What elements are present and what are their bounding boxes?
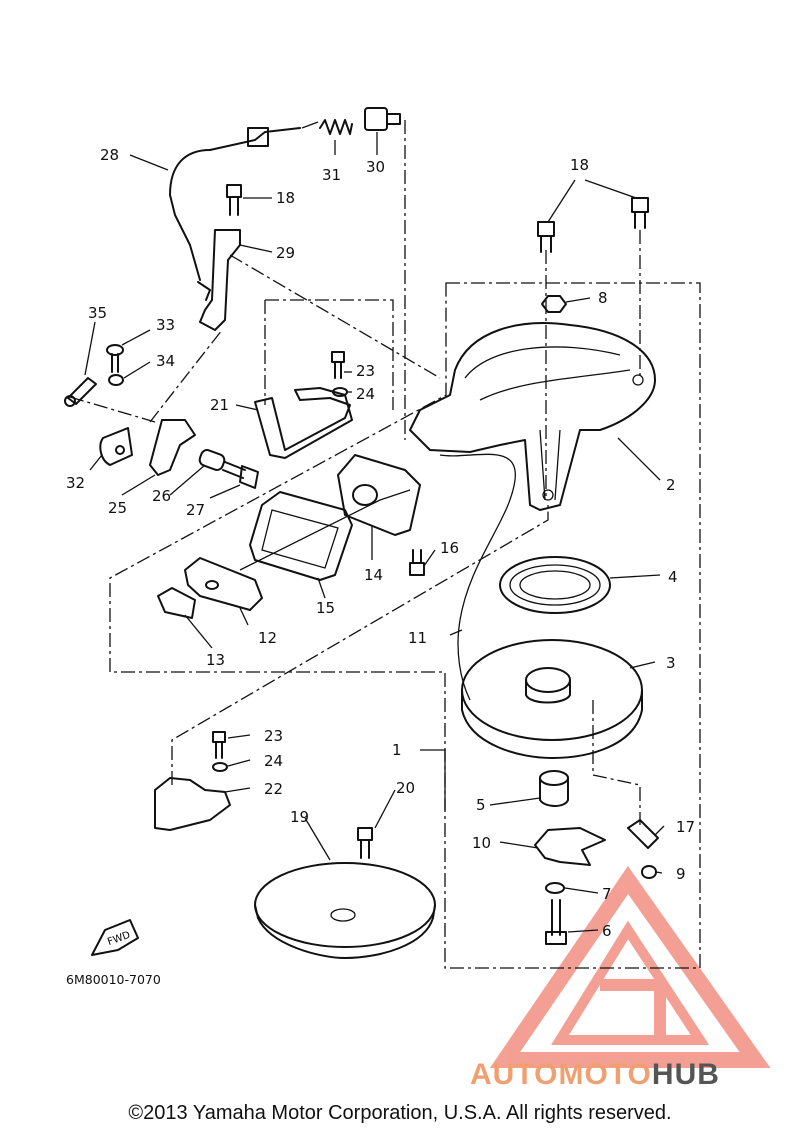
guide-line-17 (592, 700, 641, 825)
part-27-bolt (222, 461, 259, 489)
part-7-washer (545, 882, 565, 894)
callout-24-lower: 24 (264, 752, 283, 770)
part-6-bolt (545, 899, 567, 945)
callout-6: 6 (602, 922, 612, 940)
callout-22: 22 (264, 780, 283, 798)
part-14-rope-guide (337, 454, 421, 536)
part-18-bolt-right-b (631, 197, 649, 229)
part-9-clip (641, 865, 657, 879)
callout-14: 14 (364, 566, 383, 584)
part-20-bolt (357, 827, 373, 859)
part-33-screw (106, 344, 124, 373)
fwd-label: FWD (106, 930, 132, 948)
guide-line-25 (149, 329, 223, 423)
guide-line-22 (171, 505, 549, 785)
callout-10: 10 (472, 834, 491, 852)
guide-line-18 (545, 230, 641, 500)
part-26-collar (198, 449, 226, 471)
fwd-arrow-indicator: FWD (91, 919, 139, 956)
part-17-pawl (627, 819, 659, 849)
part-13-handle-insert (157, 587, 196, 619)
callout-18-right: 18 (570, 156, 589, 174)
callout-17: 17 (676, 818, 695, 836)
callout-35: 35 (88, 304, 107, 322)
watermark-text-part1: AUTOMOTO (470, 1058, 652, 1091)
part-23-screw-upper (331, 351, 345, 379)
part-23-screw-lower (212, 731, 226, 759)
guide-line-32 (69, 396, 156, 423)
part-29-bracket (199, 229, 241, 331)
callout-12: 12 (258, 629, 277, 647)
callout-18-upper: 18 (276, 189, 295, 207)
part-21-link-bracket (254, 387, 353, 459)
callout-13: 13 (206, 651, 225, 669)
part-10-drive-plate (534, 827, 606, 866)
callout-15: 15 (316, 599, 335, 617)
part-30-holder (364, 107, 401, 131)
part-4-recoil-spring (499, 556, 611, 614)
part-25-lever (149, 419, 196, 476)
part-22-bracket (154, 777, 231, 831)
callout-leader-lines (84, 121, 665, 933)
callout-33: 33 (156, 316, 175, 334)
part-31-spring (319, 119, 353, 135)
part-3-sheave-reel (461, 639, 643, 759)
callout-31: 31 (322, 166, 341, 184)
part-24-washer-upper (332, 387, 348, 397)
part-12-starter-handle (184, 557, 263, 611)
callout-29: 29 (276, 244, 295, 262)
part-2-starter-housing (409, 322, 656, 511)
part-35-link-rod (64, 377, 97, 407)
part-5-bushing (539, 770, 569, 807)
part-18-bolt-upper (226, 184, 242, 216)
exploded-parts-diagram: FWD (64, 107, 771, 1068)
callout-24-upper: 24 (356, 385, 375, 403)
callout-34: 34 (156, 352, 175, 370)
callout-21: 21 (210, 396, 229, 414)
part-11-starter-rope (439, 453, 516, 701)
part-28-throttle-cable (169, 127, 301, 301)
callout-32: 32 (66, 474, 85, 492)
callout-20: 20 (396, 779, 415, 797)
guide-line-21 (264, 299, 394, 410)
callout-9: 9 (676, 865, 686, 883)
callout-16: 16 (440, 539, 459, 557)
part-18-bolt-right-a (537, 221, 555, 253)
part-24-washer-lower (212, 762, 228, 772)
part-16-screw (409, 549, 425, 576)
callout-28: 28 (100, 146, 119, 164)
callout-26: 26 (152, 487, 171, 505)
callout-4: 4 (668, 568, 678, 586)
watermark-text-part2: HUB (651, 1058, 720, 1091)
assembly-boundary-line (109, 282, 701, 969)
callout-5: 5 (476, 796, 486, 814)
callout-3: 3 (666, 654, 676, 672)
diagram-code: 6M80010-7070 (66, 972, 161, 987)
callout-23-lower: 23 (264, 727, 283, 745)
callout-25: 25 (108, 499, 127, 517)
callout-1: 1 (392, 741, 402, 759)
part-19-base-plate (254, 862, 436, 959)
callout-2: 2 (666, 476, 676, 494)
part-32-collar (99, 427, 133, 466)
callout-19: 19 (290, 808, 309, 826)
callout-numbers: 28 31 30 18 29 18 8 35 33 34 23 24 21 2 … (66, 146, 695, 940)
part-34-washer (108, 374, 124, 386)
callout-30: 30 (366, 158, 385, 176)
copyright-footer: ©2013 Yamaha Motor Corporation, U.S.A. A… (128, 1102, 672, 1124)
callout-7: 7 (602, 885, 612, 903)
callout-27: 27 (186, 501, 205, 519)
part-8-nut (541, 295, 567, 313)
callout-23-upper: 23 (356, 362, 375, 380)
callout-8: 8 (598, 289, 608, 307)
watermark-logo (489, 865, 771, 1068)
callout-11: 11 (408, 629, 427, 647)
watermark-text: AUTOMOTOHUB (470, 1058, 720, 1092)
guide-line-29 (229, 254, 441, 379)
part-15-seal (249, 491, 353, 581)
